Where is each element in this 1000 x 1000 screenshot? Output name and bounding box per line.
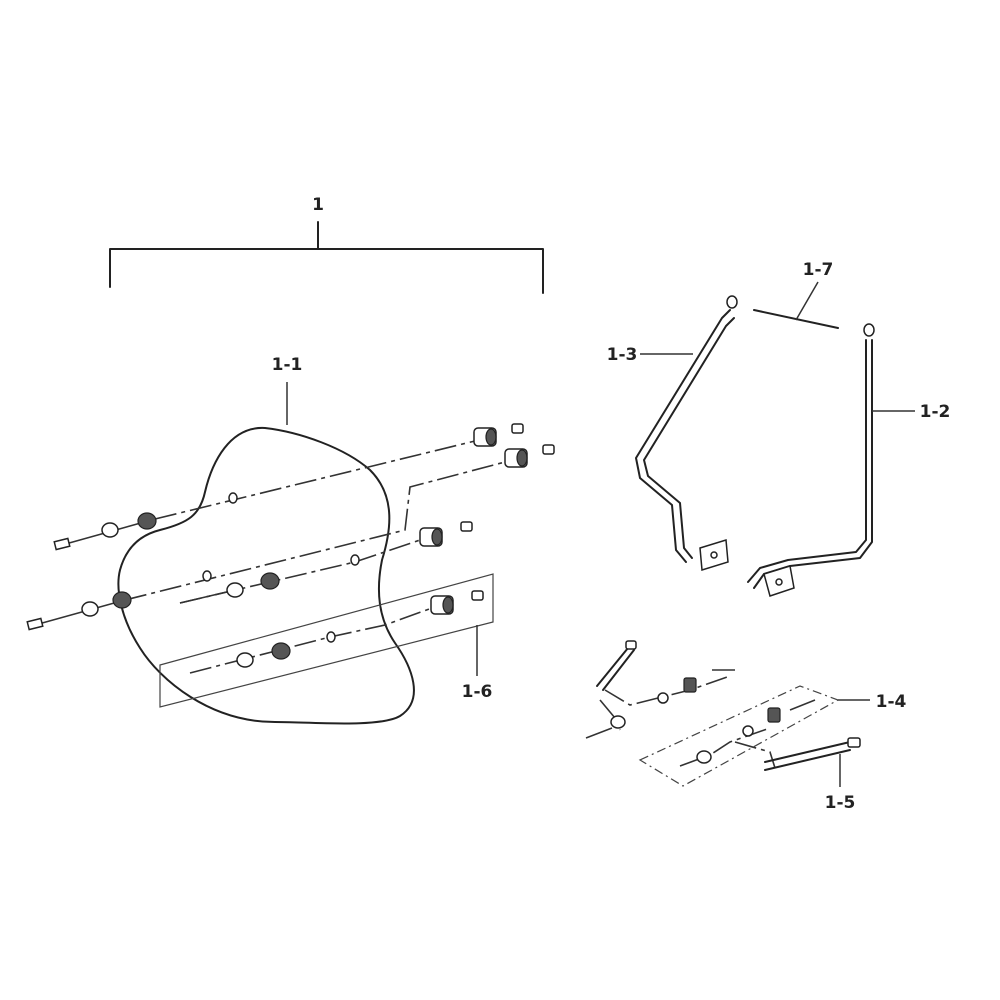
label-1-1: 1-1 <box>272 355 303 375</box>
mounting-hardware-upper <box>53 423 524 551</box>
label-1-7: 1-7 <box>803 260 834 280</box>
label-1: 1 <box>312 195 324 215</box>
label-1-2: 1-2 <box>920 402 951 422</box>
assembly-bracket: 1 <box>109 195 544 294</box>
windshield: 1-1 <box>117 355 415 725</box>
mounting-hardware-second <box>26 444 555 631</box>
label-1-3: 1-3 <box>607 345 638 365</box>
label-1-6: 1-6 <box>462 682 493 702</box>
stay-rod-right: 1-2 <box>747 323 951 597</box>
stay-rod-left: 1-3 <box>607 295 738 571</box>
label-1-5: 1-5 <box>825 793 856 813</box>
hardware-kit-1-4: 1-4 1-5 <box>638 685 907 813</box>
label-1-4: 1-4 <box>876 692 907 712</box>
rod-caps-1-7: 1-7 <box>753 260 839 329</box>
mounting-hardware-third <box>179 521 473 604</box>
bracket-hardware-upper <box>585 640 735 739</box>
hardware-kit-1-6: 1-6 <box>159 573 494 708</box>
